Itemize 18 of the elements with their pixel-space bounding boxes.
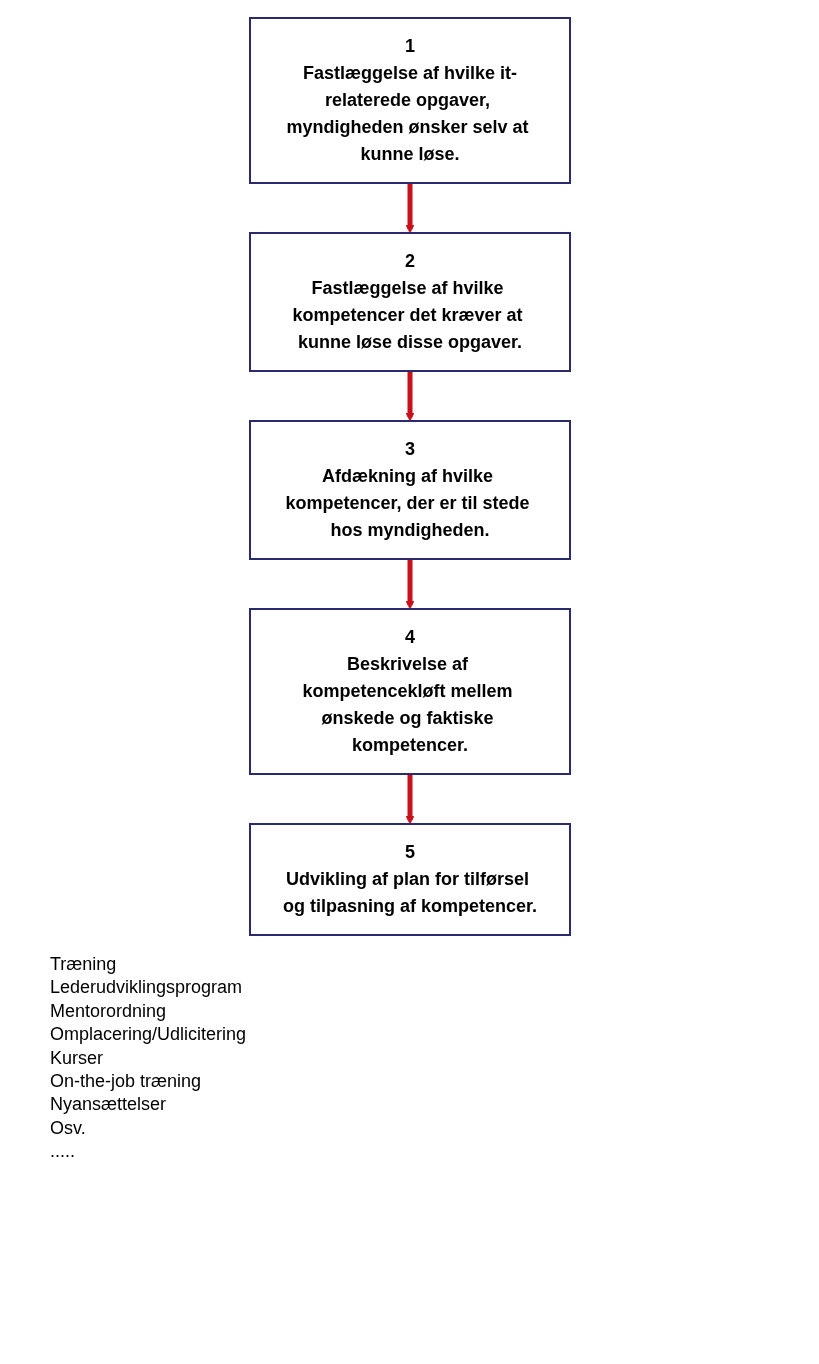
- list-item: On-the-job træning: [50, 1069, 203, 1093]
- node-box: 1 Fastlæggelse af hvilke it-relaterede opgaver, myndigheden ønsker selv at kunne løse.: [248, 17, 571, 184]
- list-item: Træning: [50, 953, 118, 976]
- arrow: [405, 774, 414, 825]
- arrow: [405, 371, 414, 422]
- arrow: [405, 183, 414, 234]
- list-item: .....: [50, 1140, 76, 1164]
- node-box: 2 Fastlæggelse af hvilke kompetencer det kræver at kunne løse disse opgaver.: [248, 232, 571, 372]
- node-box: 4 Beskrivelse af kompetencekløft mellem ønskede og faktiske kompetencer.: [248, 608, 571, 775]
- node-box: 5 Udvikling af plan for tilførsel og tilpasning af kompetencer.: [248, 823, 571, 936]
- list-item: Kurser: [50, 1046, 104, 1070]
- list-item: Mentorordning: [50, 999, 168, 1023]
- arrow: [405, 559, 414, 610]
- list-item: Nyansættelser: [50, 1093, 168, 1117]
- list-item: Omplacering/Udlicitering: [50, 1023, 248, 1047]
- list-item: Osv.: [50, 1116, 87, 1140]
- list-item: Lederudviklingsprogram: [50, 976, 244, 1000]
- node-box: 3 Afdækning af hvilke kompetencer, der er til stede hos myndigheden.: [248, 420, 571, 560]
